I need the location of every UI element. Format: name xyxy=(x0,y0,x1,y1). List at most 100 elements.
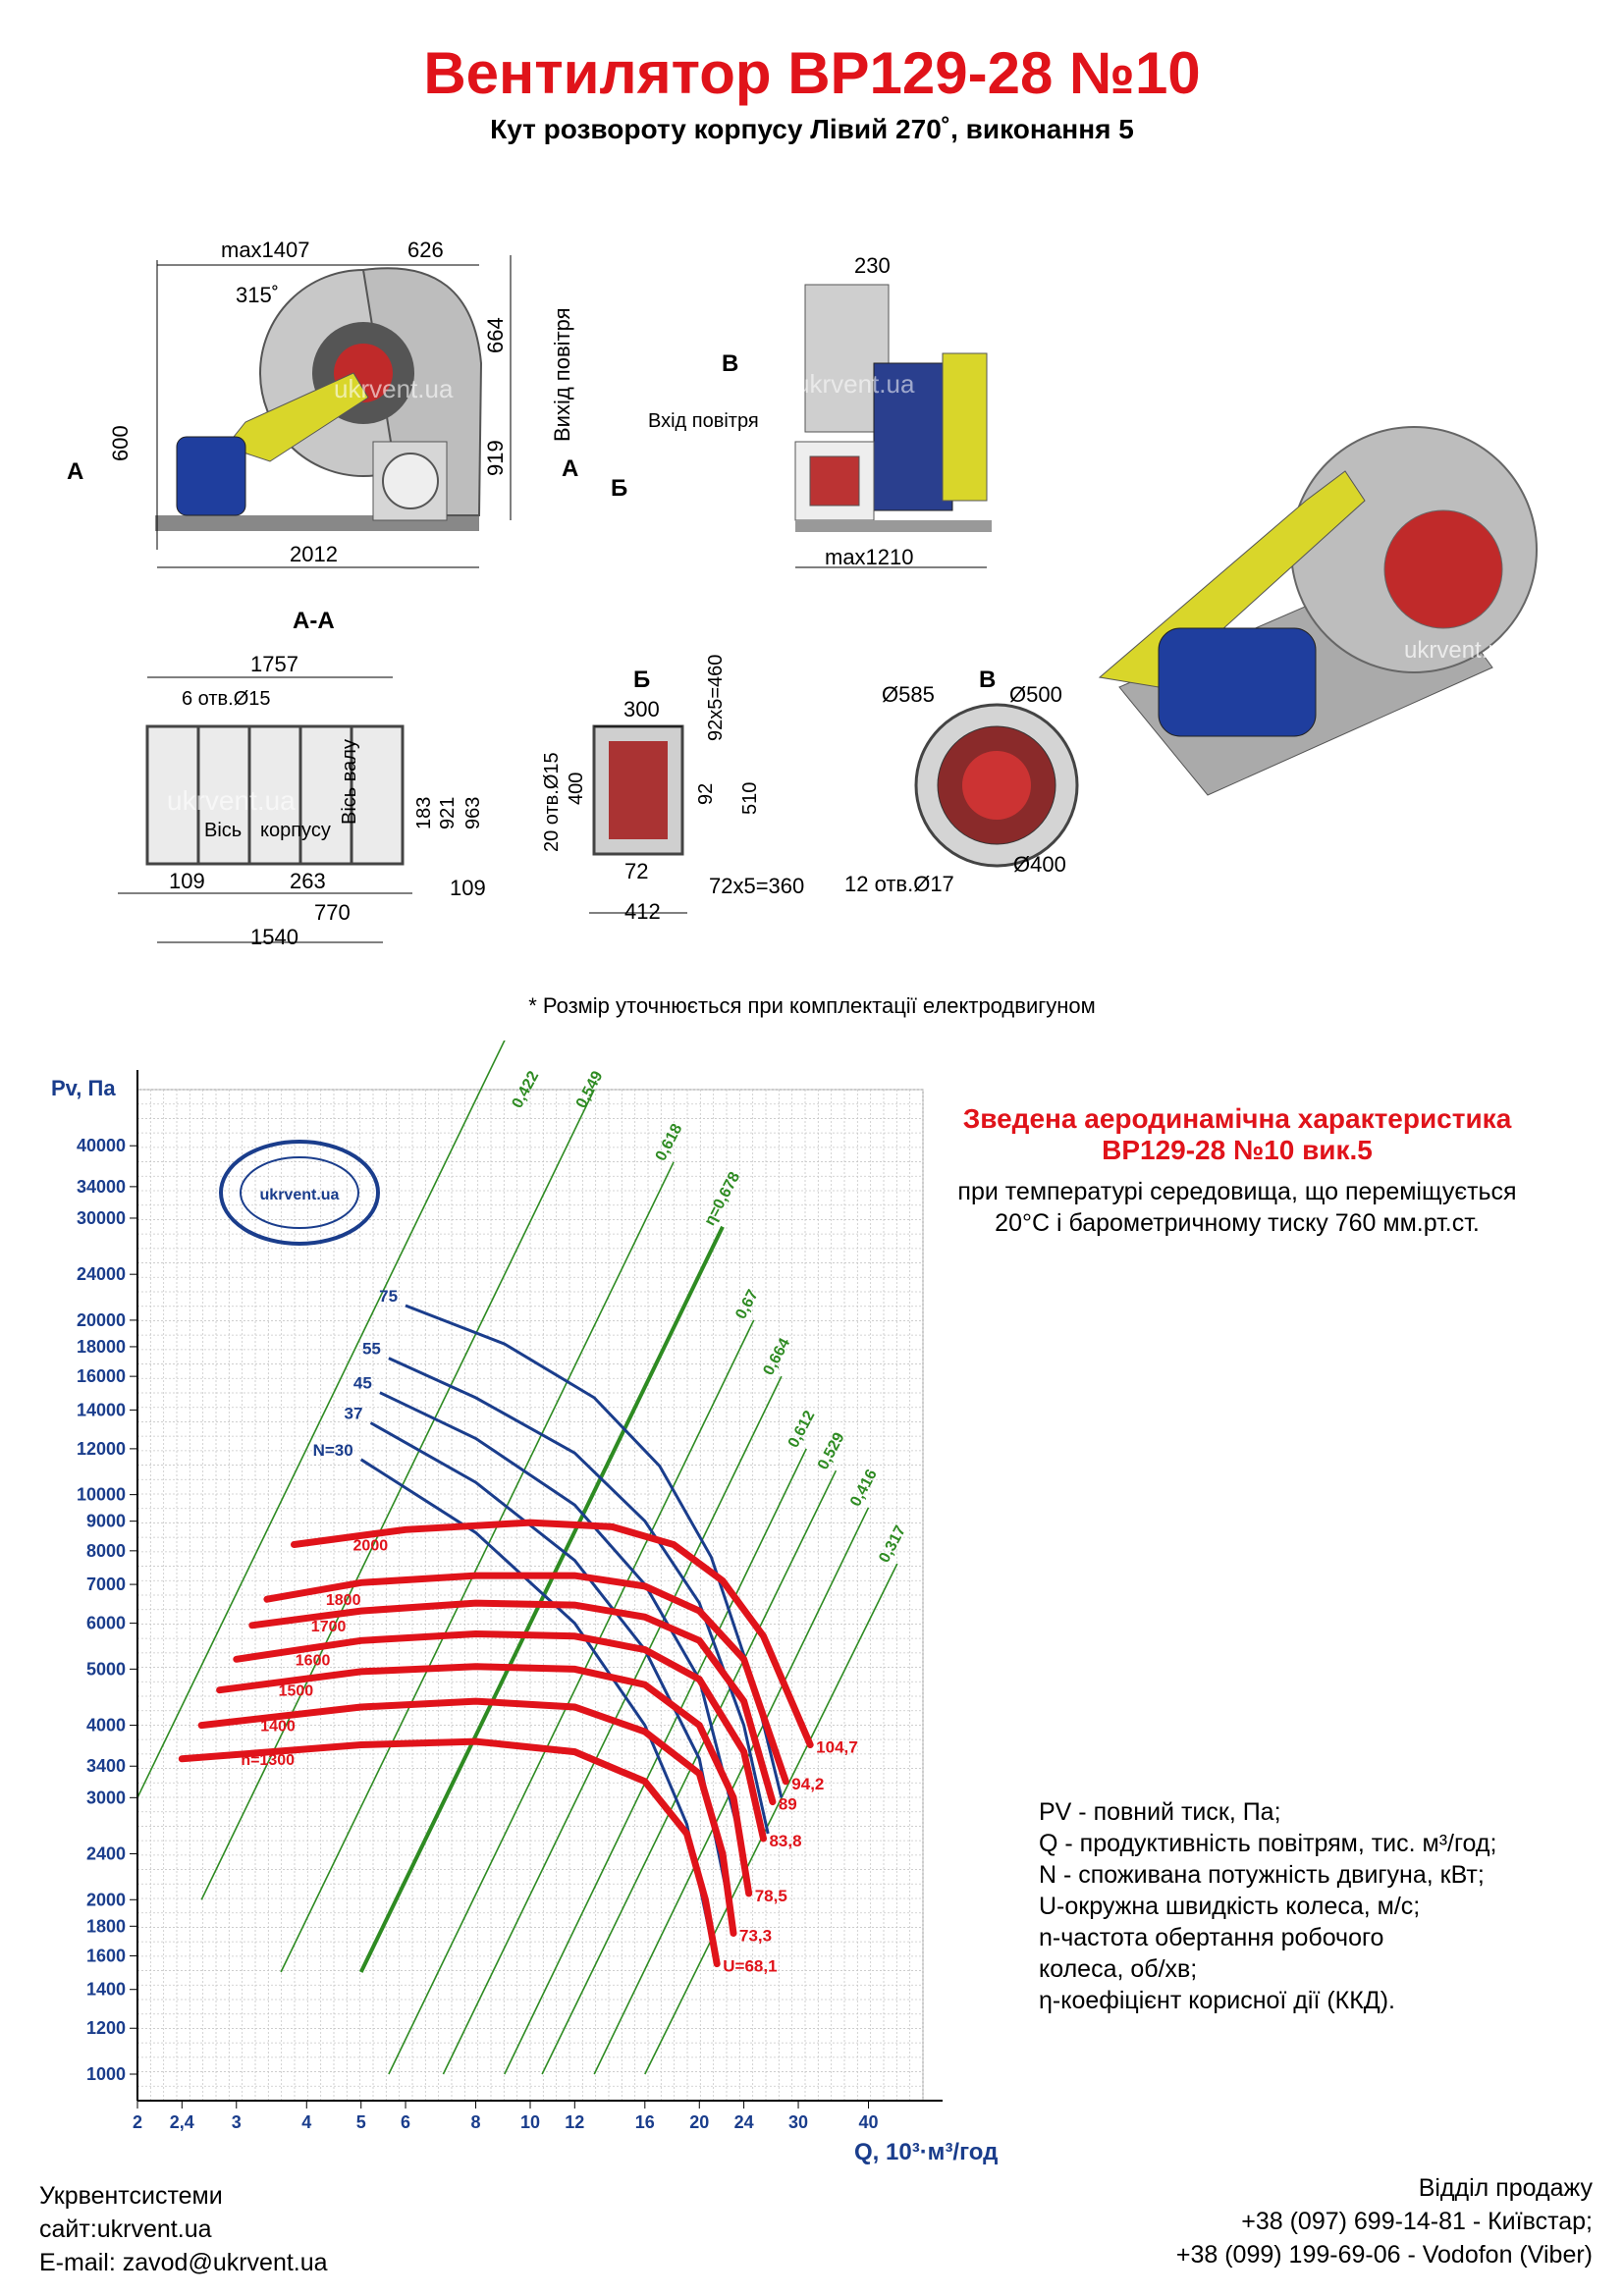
power-label: 37 xyxy=(345,1405,363,1423)
watermark-side: ukrvent.ua xyxy=(795,369,915,399)
y-tick-label: 16000 xyxy=(77,1366,126,1386)
x-tick-label: 8 xyxy=(471,2112,481,2132)
dim-label: 510 xyxy=(739,782,761,815)
section-marker: А xyxy=(562,455,578,482)
dim-label: Ø500 xyxy=(1009,682,1062,707)
y-tick-label: 24000 xyxy=(77,1264,126,1284)
x-tick-label: 2 xyxy=(133,2112,142,2132)
section-marker: Б xyxy=(611,475,627,502)
y-tick-label: 7000 xyxy=(86,1575,126,1594)
dim-label: max1210 xyxy=(825,545,914,569)
speed-end-label: 83,8 xyxy=(769,1832,801,1850)
y-tick-label: 10000 xyxy=(77,1485,126,1505)
efficiency-line xyxy=(280,1161,675,1973)
company-site[interactable]: сайт:ukrvent.ua xyxy=(39,2216,212,2243)
dim-label: 6 отв.Ø15 xyxy=(182,688,271,710)
efficiency-line xyxy=(644,1563,898,2075)
dim-label: 92x5=460 xyxy=(705,655,727,741)
dim-label: Ø585 xyxy=(882,682,935,707)
y-tick-label: 2400 xyxy=(86,1844,126,1864)
speed-end-label: 73,3 xyxy=(739,1927,772,1946)
efficiency-line xyxy=(541,1469,838,2075)
speed-end-label: 78,5 xyxy=(755,1887,787,1905)
speed-curve xyxy=(263,1572,789,1786)
chart-title-line2: ВР129-28 №10 вик.5 xyxy=(1102,1135,1373,1165)
dim-label: 412 xyxy=(624,899,661,924)
x-axis-label: Q, 10³·м³/год xyxy=(854,2139,998,2165)
y-tick-label: 6000 xyxy=(86,1614,126,1633)
speed-end-label: 89 xyxy=(779,1795,797,1814)
section-title: В xyxy=(979,667,996,693)
speed-end-label: 94,2 xyxy=(791,1775,824,1793)
side-view-drawing: ukrvent.ua 230 В Вхід повітря max1210 xyxy=(648,253,992,569)
dim-label: 1757 xyxy=(250,652,298,676)
dim-label: 1540 xyxy=(250,925,298,949)
y-tick-label: 30000 xyxy=(77,1208,126,1228)
section-aa-drawing: А-А ukrvent.ua 1757 6 отв.Ø15 Вісь корпу… xyxy=(118,608,486,949)
x-tick-label: 24 xyxy=(734,2112,754,2132)
speed-curve xyxy=(216,1663,753,1897)
dim-label: Вхід повітря xyxy=(648,410,759,432)
legend-line: η-коефіцієнт корисної дії (ККД). xyxy=(1039,1987,1395,2014)
legend-line: U-окружна швидкість колеса, м/с; xyxy=(1039,1893,1421,1920)
chart-heading: Зведена аеродинамічна характеристика ВР1… xyxy=(884,1103,1591,1166)
y-tick-label: 12000 xyxy=(77,1439,126,1459)
legend-line: Q - продуктивність повітрям, тис. м³/год… xyxy=(1039,1830,1497,1857)
chart-axes: 1000120014001600180020002400300034004000… xyxy=(51,1070,998,2165)
dim-label: 770 xyxy=(314,900,351,925)
speed-curve xyxy=(233,1629,767,1842)
speed-curve xyxy=(178,1737,721,1968)
x-tick-label: 16 xyxy=(635,2112,655,2132)
company-email[interactable]: E-mail: zavod@ukrvent.ua xyxy=(39,2249,328,2276)
dim-label: 230 xyxy=(854,253,891,278)
x-tick-label: 30 xyxy=(788,2112,808,2132)
x-tick-label: 12 xyxy=(565,2112,584,2132)
isometric-view: ukrvent.ua xyxy=(1098,426,1538,796)
dim-label: 921 xyxy=(437,797,459,829)
phone-vodafone[interactable]: +38 (099) 199-69-06 - Vodofon (Viber) xyxy=(1175,2241,1593,2269)
technical-drawings: ukrvent.ua max1407 626 315˚ 664 Вихід по… xyxy=(67,238,1538,949)
page-title: Вентилятор ВР129-28 №10 xyxy=(423,40,1201,106)
y-tick-label: 9000 xyxy=(86,1512,126,1531)
efficiency-line xyxy=(442,1375,783,2075)
dim-label: 20 отв.Ø15 xyxy=(541,752,563,852)
x-tick-label: 5 xyxy=(356,2112,366,2132)
speed-end-label: 104,7 xyxy=(816,1738,858,1757)
y-tick-label: 34000 xyxy=(77,1177,126,1197)
chart-title-line1: Зведена аеродинамічна характеристика xyxy=(962,1103,1512,1134)
efficiency-line xyxy=(388,1319,755,2075)
dim-label: 600 xyxy=(108,425,133,461)
y-tick-label: 1400 xyxy=(86,1980,126,2000)
speed-label: n=1300 xyxy=(241,1752,295,1769)
legend-line: колеса, об/хв; xyxy=(1039,1955,1198,1983)
speed-label: 1600 xyxy=(296,1652,331,1669)
dim-label: Ø400 xyxy=(1013,852,1066,877)
efficiency-line xyxy=(200,1089,595,1900)
dim-label: 300 xyxy=(623,697,660,721)
y-tick-label: 1600 xyxy=(86,1946,126,1965)
x-tick-label: 6 xyxy=(401,2112,410,2132)
dim-label: 109 xyxy=(169,869,205,893)
y-tick-label: 8000 xyxy=(86,1541,126,1561)
legend-line: n-частота обертання робочого xyxy=(1039,1924,1384,1951)
dim-label: 963 xyxy=(462,797,484,829)
phone-kyivstar[interactable]: +38 (097) 699-14-81 - Київстар; xyxy=(1241,2208,1593,2235)
y-tick-label: 20000 xyxy=(77,1310,126,1330)
view-v-drawing: В Ø585 Ø500 Ø400 12 отв.Ø17 xyxy=(844,667,1079,896)
dim-label: 92 xyxy=(695,783,717,805)
section-marker: В xyxy=(722,350,738,377)
dim-label: 919 xyxy=(483,440,508,476)
watermark-aa: ukrvent.ua xyxy=(167,785,296,816)
y-tick-label: 40000 xyxy=(77,1136,126,1155)
footer-sales: Відділ продажу +38 (097) 699-14-81 - Киї… xyxy=(1176,2171,1593,2271)
y-tick-label: 5000 xyxy=(86,1659,126,1679)
maker-stamp: ukrvent.ua xyxy=(219,1140,380,1246)
dim-label: Вісь валу xyxy=(339,739,360,825)
stamp-text: ukrvent.ua xyxy=(260,1187,340,1203)
section-title: А-А xyxy=(293,608,335,634)
speed-curve xyxy=(248,1599,777,1806)
note-text: * Розмір уточнюється при комплектації ел… xyxy=(528,993,1096,1018)
legend-line: N - споживана потужність двигуна, кВт; xyxy=(1039,1861,1485,1889)
dim-label: max1407 xyxy=(221,238,310,262)
